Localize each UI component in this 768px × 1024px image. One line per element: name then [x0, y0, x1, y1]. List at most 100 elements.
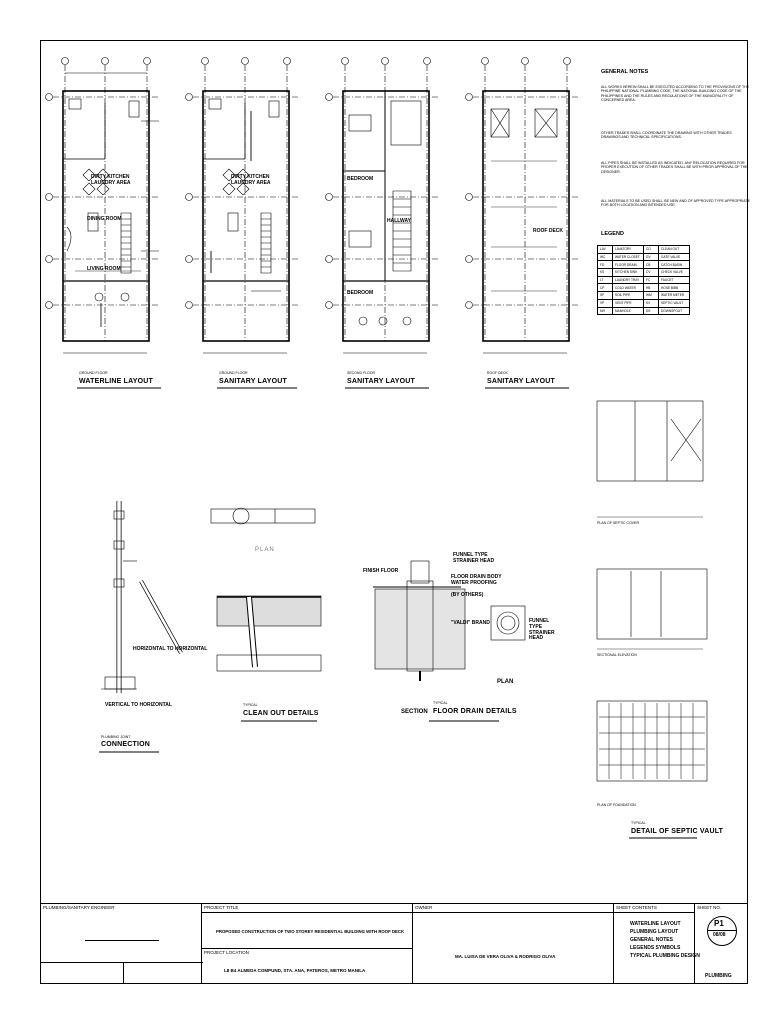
plan-2-title: SANITARY LAYOUT — [219, 378, 287, 385]
legend-cell: HOSE BIBB — [658, 283, 690, 293]
legend-cell: SV — [643, 298, 659, 308]
legend-cell: MH — [597, 306, 613, 316]
finish-floor-label: FINISH FLOOR — [363, 568, 399, 574]
legend-cell: SEPTIC VAULT — [658, 298, 690, 308]
project-location-label: PROJECT LOCATION — [204, 950, 249, 955]
horizontal-label: HORIZONTAL TO HORIZONTAL — [133, 646, 208, 652]
sheet-content-5: TYPICAL PLUMBING DESIGN — [630, 953, 700, 959]
legend-cell: CP — [597, 283, 613, 293]
plan-2-floor: GROUND FLOOR — [219, 371, 248, 375]
room-label-bedroom-1: BEDROOM — [347, 176, 374, 182]
engineer-label: PLUMBING/SANITARY ENGINEER — [43, 905, 115, 910]
legend-cell: LAUNDRY TRAY — [612, 275, 644, 285]
legend-cell: MANHOLE — [612, 306, 644, 316]
floor-drain-body-label: FLOOR DRAIN BODY — [451, 574, 502, 580]
drawing-linework — [45, 57, 708, 839]
floor-drain-title: FLOOR DRAIN DETAILS — [433, 708, 517, 715]
engineer-cell: PLUMBING/SANITARY ENGINEER — [40, 903, 203, 984]
legend-cell: CATCH BASIN — [658, 260, 690, 270]
room-label-living-room: LIVING ROOM — [87, 266, 121, 272]
room-label-bedroom-2: BEDROOM — [347, 290, 374, 296]
title-block: PLUMBING/SANITARY ENGINEER PROJECT TITLE… — [40, 903, 748, 984]
connection-caption: PLUMBING JOINT — [101, 735, 131, 739]
connection-detail — [99, 501, 183, 753]
general-note-2: OTHER TRADES SHALL COORDINATE THE DRAWIN… — [601, 131, 732, 140]
legend-cell: WC — [597, 252, 613, 262]
legend-cell: FC — [643, 275, 659, 285]
legend-cell: CB — [643, 260, 659, 270]
connection-title: CONNECTION — [101, 741, 151, 748]
room-label-dirty-kitchen-2: DIRTY KITCHEN — [231, 174, 270, 180]
legend-cell: WATER METER — [658, 291, 690, 300]
plan-3-title: SANITARY LAYOUT — [347, 378, 415, 385]
project-title: PROPOSED CONSTRUCTION OF TWO STOREY RESI… — [216, 929, 405, 934]
plan-second-sanitary — [325, 57, 439, 354]
room-label-roof-deck: ROOF DECK — [533, 228, 563, 234]
legend-cell: COLD WATER — [612, 283, 644, 293]
owner-divider — [413, 912, 613, 913]
legend-cell: WM — [643, 291, 659, 300]
by-others-label: (BY OTHERS) — [451, 592, 484, 598]
sheet-contents-cell: SHEET CONTENTS WATERLINE LAYOUT PLUMBING… — [613, 903, 700, 984]
legend-cell: CV — [643, 268, 659, 277]
project-location-divider — [202, 948, 412, 949]
floor-drain-detail — [373, 560, 526, 722]
legend-cell: LAV — [597, 245, 613, 254]
drawing-sheet: DIRTY KITCHEN LAUNDRY AREA DINING ROOM L… — [40, 40, 750, 984]
legend-cell: WATER CLOSET — [612, 252, 644, 262]
project-title-label: PROJECT TITLE — [204, 905, 239, 910]
sheet-code: P1 — [714, 919, 724, 928]
room-label-laundry-area-2: LAUNDRY AREA — [231, 180, 271, 186]
sheet-content-4: LEGENDS SYMBOLS — [630, 945, 681, 951]
plan-4-title: SANITARY LAYOUT — [487, 378, 555, 385]
valdi-label: "VALDI" BRAND — [451, 620, 490, 626]
septic-section-label: SECTIONAL ELEVATION — [597, 653, 637, 657]
owner-name: MA. LUISA DE VERA OLIVA & RODRIGO OLIVA — [455, 954, 556, 959]
legend-cell: CLEAN OUT — [658, 245, 690, 254]
room-label-hallway: HALLWAY — [387, 218, 411, 224]
legend-cell: DS — [643, 306, 659, 316]
floor-drain-plan-label: PLAN — [497, 679, 514, 685]
sheet-no-circle-icon: P1 08/08 — [707, 916, 737, 946]
septic-cover-plan-label: PLAN OF SEPTIC COVER — [597, 521, 640, 525]
legend-cell: CO — [643, 245, 659, 254]
plan-3-floor: SECOND FLOOR — [347, 371, 376, 375]
sheet-no-divider — [708, 930, 736, 931]
floor-drain-section-label: SECTION — [401, 709, 428, 715]
sheet-content-3: GENERAL NOTES — [630, 937, 673, 943]
legend-cell: SP — [597, 291, 613, 300]
septic-vault-detail — [596, 400, 708, 839]
clean-out-caption: TYPICAL — [243, 703, 258, 707]
project-cell: PROJECT TITLE PROPOSED CONSTRUCTION OF T… — [201, 903, 413, 984]
owner-label: OWNER — [415, 905, 433, 910]
septic-foundation-label: PLAN OF FOUNDATION — [597, 803, 636, 807]
plan-1-title: WATERLINE LAYOUT — [79, 378, 153, 385]
discipline: PLUMBING — [705, 973, 732, 979]
clean-out-plan-label: PLAN — [255, 547, 275, 553]
legend-cell: LT — [597, 275, 613, 285]
funnel-type-label: FUNNEL TYPE — [453, 552, 488, 558]
room-label-laundry-area: LAUNDRY AREA — [91, 180, 131, 186]
sheet-no-cell: SHEET NO. P1 08/08 PLUMBING — [694, 903, 748, 984]
legend-cell: KS — [597, 268, 613, 277]
legend-cell: VP — [597, 298, 613, 308]
general-note-1: ALL WORKS HEREIN SHALL BE EXECUTED ACCOR… — [601, 85, 750, 103]
legend-cell: DOWNSPOUT — [658, 306, 690, 316]
plan-roofdeck-sanitary — [465, 57, 579, 354]
engineer-divider — [41, 962, 203, 963]
septic-caption: TYPICAL — [631, 821, 646, 825]
sheet-contents-label: SHEET CONTENTS — [616, 905, 657, 910]
engineer-divider-v — [123, 962, 124, 984]
floor-drain-caption: TYPICAL — [433, 701, 448, 705]
sheet-contents-divider — [614, 912, 694, 913]
clean-out-title: CLEAN OUT DETAILS — [243, 710, 319, 717]
